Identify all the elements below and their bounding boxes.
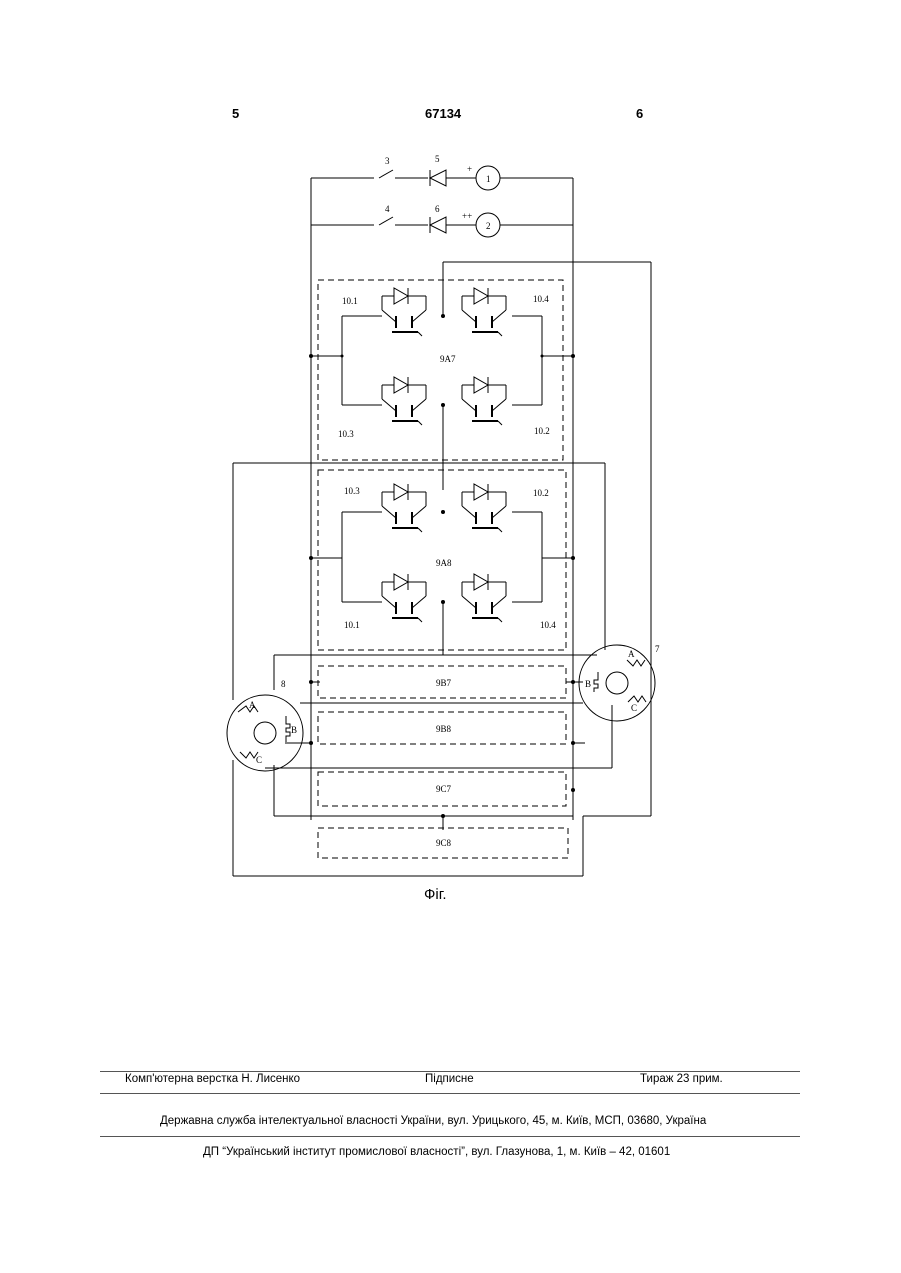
figure-caption: Фіг. bbox=[424, 886, 447, 903]
machine-label-7: 7 bbox=[655, 644, 660, 654]
a8-transistor-10-1: 10.1 bbox=[344, 620, 360, 630]
module-9a7 bbox=[318, 280, 563, 460]
source-label-2: 2 bbox=[486, 221, 491, 231]
machine-7-phase-b: B bbox=[585, 679, 591, 689]
machine-7-phase-a: A bbox=[628, 649, 635, 659]
a8-transistor-10-3: 10.3 bbox=[344, 486, 360, 496]
diode-label-6: 6 bbox=[435, 204, 440, 214]
a7-transistor-10-4: 10.4 bbox=[533, 294, 549, 304]
a8-transistor-10-2: 10.2 bbox=[533, 488, 549, 498]
machine-8-phase-a: A bbox=[249, 700, 256, 710]
diode-label-5: 5 bbox=[435, 154, 440, 164]
module-label-9a8: 9A8 bbox=[436, 558, 452, 568]
typesetting-credit: Комп'ютерна верстка Н. Лисенко bbox=[125, 1073, 300, 1085]
agency-address: Державна служба інтелектуальної власност… bbox=[160, 1115, 706, 1127]
switch-label-3: 3 bbox=[385, 156, 390, 166]
source-label-1: 1 bbox=[486, 174, 491, 184]
machine-8-phase-b: B bbox=[291, 725, 297, 735]
module-label-9c8: 9C8 bbox=[436, 838, 452, 848]
footer-rule-3 bbox=[100, 1136, 800, 1137]
wiring bbox=[233, 170, 651, 876]
footer-rule-1 bbox=[100, 1071, 800, 1072]
subscription-note: Підписне bbox=[425, 1073, 474, 1085]
polarity-plus: + bbox=[467, 164, 472, 174]
module-label-9c7: 9C7 bbox=[436, 784, 452, 794]
machine-7-phase-c: C bbox=[631, 703, 637, 713]
footer-rule-2 bbox=[100, 1093, 800, 1094]
polarity-double-plus: ++ bbox=[462, 211, 472, 221]
a7-transistor-10-3: 10.3 bbox=[338, 429, 354, 439]
circulation-note: Тираж 23 прим. bbox=[640, 1073, 723, 1085]
institute-address: ДП “Український інститут промислової вла… bbox=[203, 1146, 670, 1158]
a8-transistor-10-4: 10.4 bbox=[540, 620, 556, 630]
module-label-9b8: 9B8 bbox=[436, 724, 452, 734]
a7-transistor-10-1: 10.1 bbox=[342, 296, 358, 306]
module-label-9a7: 9A7 bbox=[440, 354, 456, 364]
machine-8-phase-c: C bbox=[256, 755, 262, 765]
machine-label-8: 8 bbox=[281, 679, 286, 689]
module-boxes bbox=[318, 280, 568, 858]
switch-label-4: 4 bbox=[385, 204, 390, 214]
module-label-9b7: 9B7 bbox=[436, 678, 452, 688]
a7-transistor-10-2: 10.2 bbox=[534, 426, 550, 436]
